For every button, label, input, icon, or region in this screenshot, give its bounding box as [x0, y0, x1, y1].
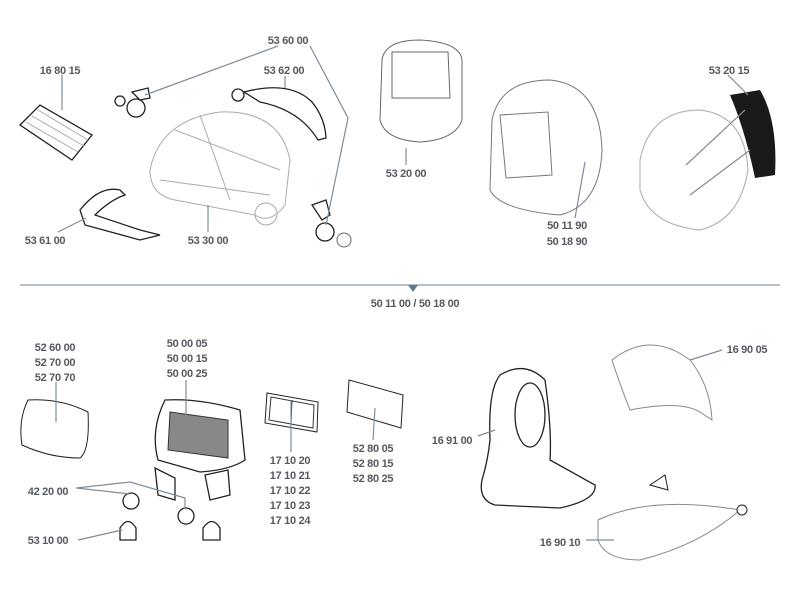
helmet-with-visor-part [639, 90, 776, 231]
part-number-label: 50 18 90 [547, 236, 588, 248]
battery-part [122, 492, 195, 525]
side-knob-part [310, 199, 352, 248]
auto-darkening-filter-part [154, 399, 246, 501]
part-number-label: 50 00 25 [167, 368, 208, 380]
part-number-label: 17 10 22 [270, 485, 311, 497]
part-number-label: 16 91 00 [432, 435, 473, 447]
part-number-label: 53 60 00 [268, 35, 309, 47]
part-number-label: 52 60 00 [35, 342, 76, 354]
part-number-label: 17 10 24 [270, 515, 312, 527]
part-number-label: 16 80 15 [40, 65, 81, 77]
part-number-label: 17 10 20 [270, 455, 311, 467]
part-number-label: 52 80 25 [353, 473, 394, 485]
headband-part [149, 111, 291, 226]
front-cover-part [379, 39, 463, 143]
divider-label: 50 11 00 / 50 18 00 [371, 298, 460, 310]
part-number-label: 17 10 21 [270, 470, 311, 482]
part-number-label: 53 20 15 [709, 65, 750, 77]
crown-strap-part [231, 87, 327, 141]
part-number-label: 16 90 10 [540, 537, 581, 549]
part-number-label: 50 00 05 [167, 338, 208, 350]
front-band-part [79, 188, 161, 241]
part-number-label: 53 61 00 [25, 235, 66, 247]
part-number-label: 16 90 05 [727, 344, 768, 356]
part-number-label: 52 70 00 [35, 357, 76, 369]
part-number-label: 52 80 15 [353, 458, 394, 470]
cover-lens-part [20, 399, 89, 459]
battery-holder-part [119, 520, 221, 541]
part-number-label: 50 11 90 [547, 220, 587, 232]
sweatband-part [18, 104, 93, 161]
part-number-label: 53 62 00 [264, 65, 305, 77]
hood-part [480, 368, 596, 509]
head-cover-part [611, 344, 713, 421]
part-number-label: 53 20 00 [386, 168, 427, 180]
part-number-label: 52 70 70 [35, 372, 76, 384]
part-number-label: 50 00 15 [167, 353, 208, 365]
ratchet-knob-part [114, 87, 151, 118]
magnifier-lens-part [346, 379, 404, 429]
welding-helmet-part [489, 79, 603, 216]
part-number-label: 17 10 23 [270, 500, 311, 512]
neck-protection-part [597, 474, 748, 561]
part-number-label: 52 80 05 [353, 443, 394, 455]
divider-marker-icon [408, 285, 418, 292]
part-number-label: 53 10 00 [28, 535, 69, 547]
part-number-label: 42 20 00 [28, 486, 69, 498]
part-number-label: 53 30 00 [188, 235, 229, 247]
